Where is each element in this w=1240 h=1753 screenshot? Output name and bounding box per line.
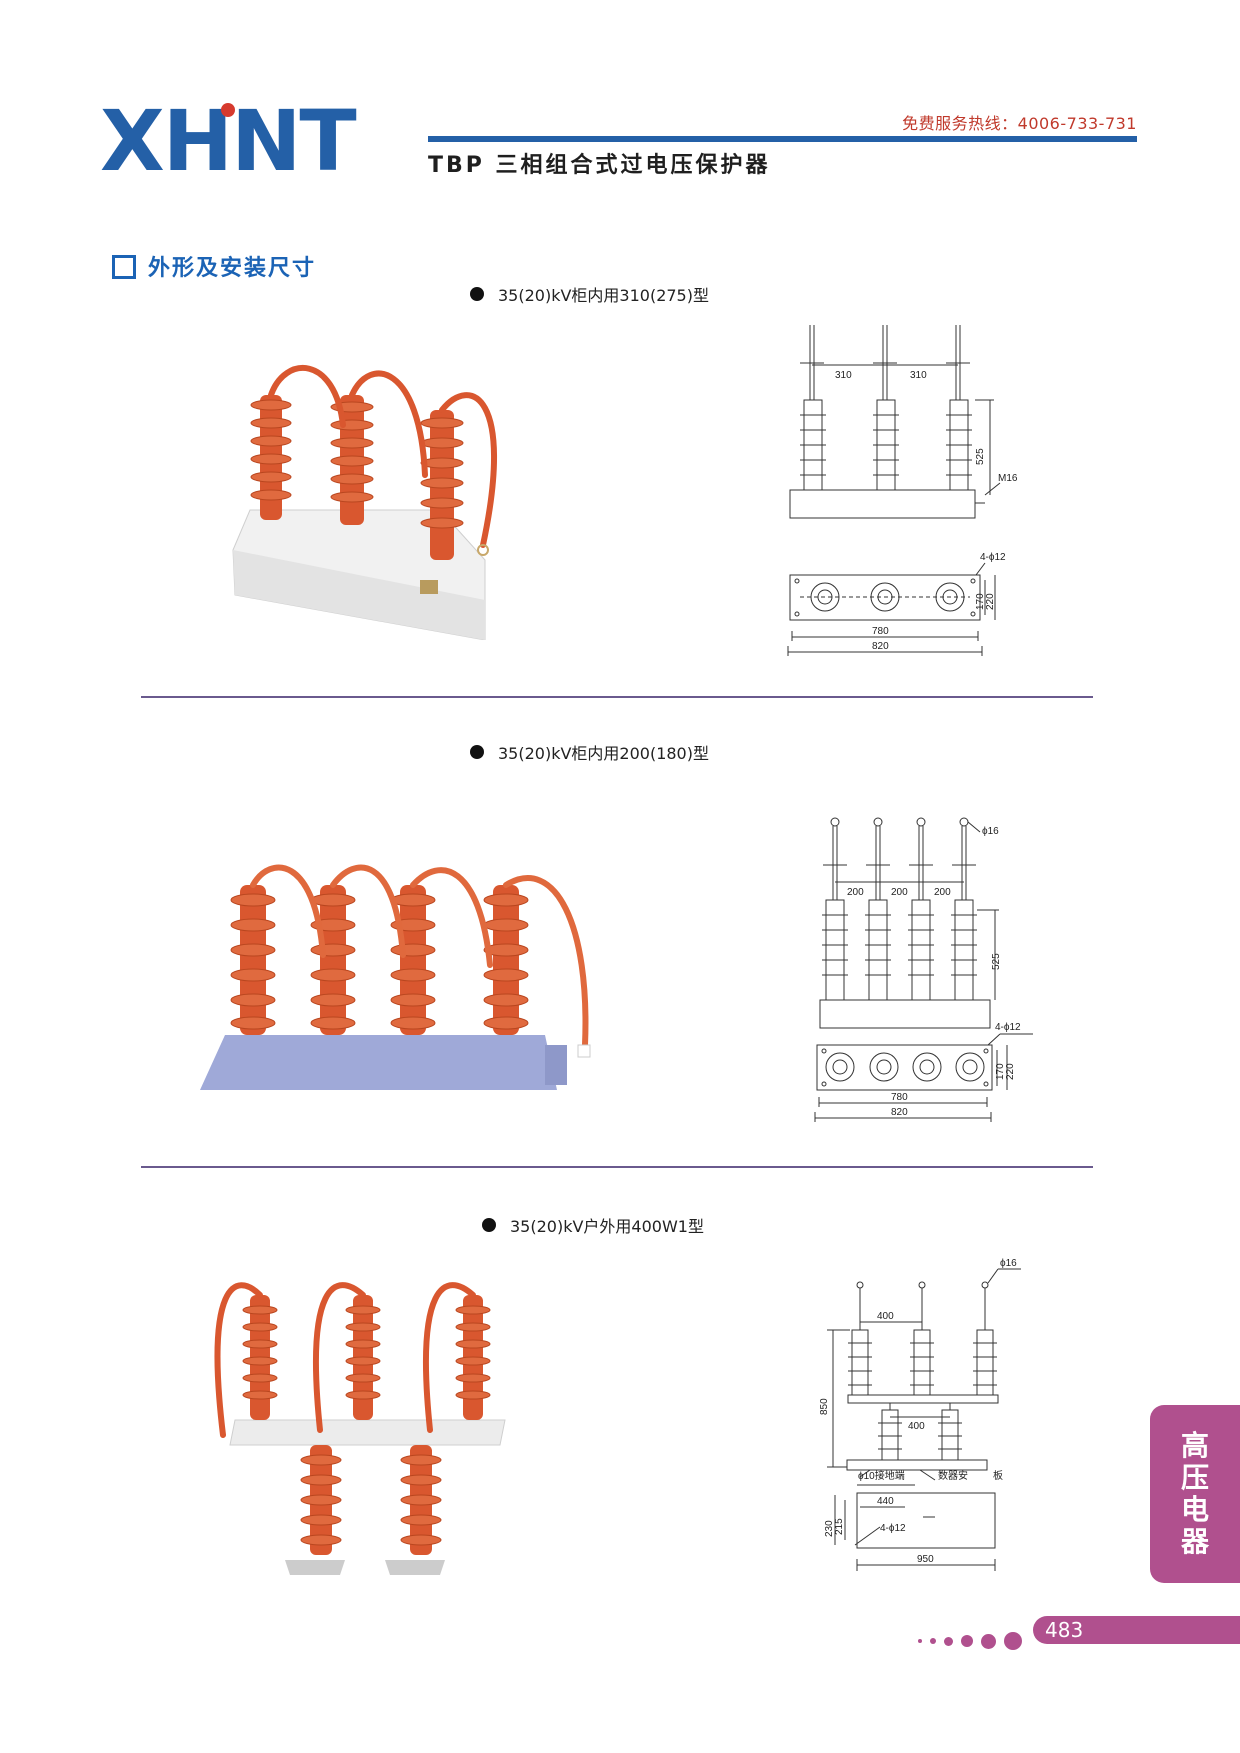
section-divider-1 [141, 696, 1093, 698]
page-number: 483 [1033, 1616, 1240, 1644]
product-photo-2 [200, 864, 591, 1090]
side-tab-char-4: 器 [1180, 1525, 1209, 1558]
side-tab-char-3: 电 [1180, 1493, 1209, 1526]
section-title: 外形及安装尺寸 [148, 256, 317, 281]
section-square-icon [112, 255, 136, 279]
product-caption-1-text: 35(20)kV柜内用310(275)型 [498, 286, 709, 305]
dim-1-length-outer: 820 [872, 641, 889, 652]
dim-3-pitch-bottom: 400 [908, 1421, 925, 1432]
logo-dot-icon [221, 103, 235, 117]
dim-2-depth-inner: 170 [995, 1063, 1006, 1080]
category-side-tab: 高 压 电 器 [1150, 1405, 1240, 1583]
dim-3-base-width: 440 [877, 1496, 894, 1507]
dim-3-pitch-top: 400 [877, 1311, 894, 1322]
header-rule [428, 136, 1137, 142]
dim-2-pitch-c: 200 [934, 887, 951, 898]
dim-2-terminal: ϕ16 [982, 826, 999, 837]
dot-icon [1004, 1632, 1022, 1650]
dim-1-depth-inner: 170 [975, 593, 986, 610]
page-dots-decoration [918, 1632, 1022, 1650]
dim-2-height: 525 [991, 953, 1002, 970]
dot-icon [981, 1633, 996, 1649]
bullet-icon [482, 1218, 496, 1232]
dim-1-length-inner: 780 [872, 626, 889, 637]
dimension-drawing-3: ϕ16 400 400 850 ϕ10接地端 数器安 板 440 4-ϕ12 2… [819, 1258, 1021, 1571]
dim-3-ground: ϕ10接地端 [858, 1469, 905, 1482]
dot-icon [918, 1639, 922, 1643]
dimension-drawing-1: 310 310 525 M16 4-ϕ12 170 220 780 820 [787, 325, 1018, 656]
product-caption-2: 35(20)kV柜内用200(180)型 [470, 740, 709, 764]
dim-3-depth-inner: 215 [834, 1518, 845, 1535]
dim-1-bolt: M16 [998, 473, 1018, 484]
dim-3-counter: 数器安 [938, 1469, 968, 1482]
dim-3-height: 850 [819, 1398, 830, 1415]
dim-3-holes: 4-ϕ12 [880, 1523, 906, 1534]
dim-3-plate: 板 [993, 1469, 1003, 1482]
dim-2-holes: 4-ϕ12 [995, 1022, 1021, 1033]
bullet-icon [470, 745, 484, 759]
section-divider-2 [141, 1166, 1093, 1168]
side-tab-char-1: 高 [1180, 1429, 1209, 1462]
dimension-drawing-2: ϕ16 200 200 200 525 4-ϕ12 170 220 780 82… [814, 817, 1033, 1122]
hotline-text: 免费服务热线：4006-733-731 [902, 114, 1137, 133]
dim-2-pitch-b: 200 [891, 887, 908, 898]
product-photo-3 [214, 1282, 506, 1575]
dim-1-pitch-b: 310 [910, 370, 927, 381]
product-title: TBP 三相组合式过电压保护器 [428, 153, 771, 178]
dim-3-terminal: ϕ16 [1000, 1258, 1017, 1269]
dim-3-depth-outer: 230 [824, 1520, 835, 1537]
dim-1-pitch-a: 310 [835, 370, 852, 381]
product-caption-3-text: 35(20)kV户外用400W1型 [510, 1217, 704, 1236]
dim-2-length-outer: 820 [891, 1107, 908, 1118]
dim-2-depth-outer: 220 [1005, 1063, 1016, 1080]
side-tab-char-2: 压 [1180, 1461, 1209, 1494]
bullet-icon [470, 287, 484, 301]
product-photo-1 [232, 365, 498, 640]
dim-1-depth-outer: 220 [985, 593, 996, 610]
brand-logo: XHNT [100, 92, 390, 190]
product-caption-3: 35(20)kV户外用400W1型 [482, 1213, 704, 1237]
dim-1-height: 525 [975, 448, 986, 465]
dot-icon [930, 1638, 936, 1644]
dim-1-holes: 4-ϕ12 [980, 552, 1006, 563]
dim-3-length: 950 [917, 1554, 934, 1565]
product-caption-2-text: 35(20)kV柜内用200(180)型 [498, 744, 709, 763]
dot-icon [961, 1635, 973, 1647]
dot-icon [944, 1636, 953, 1646]
dim-2-length-inner: 780 [891, 1092, 908, 1103]
dim-2-pitch-a: 200 [847, 887, 864, 898]
product-caption-1: 35(20)kV柜内用310(275)型 [470, 282, 709, 306]
